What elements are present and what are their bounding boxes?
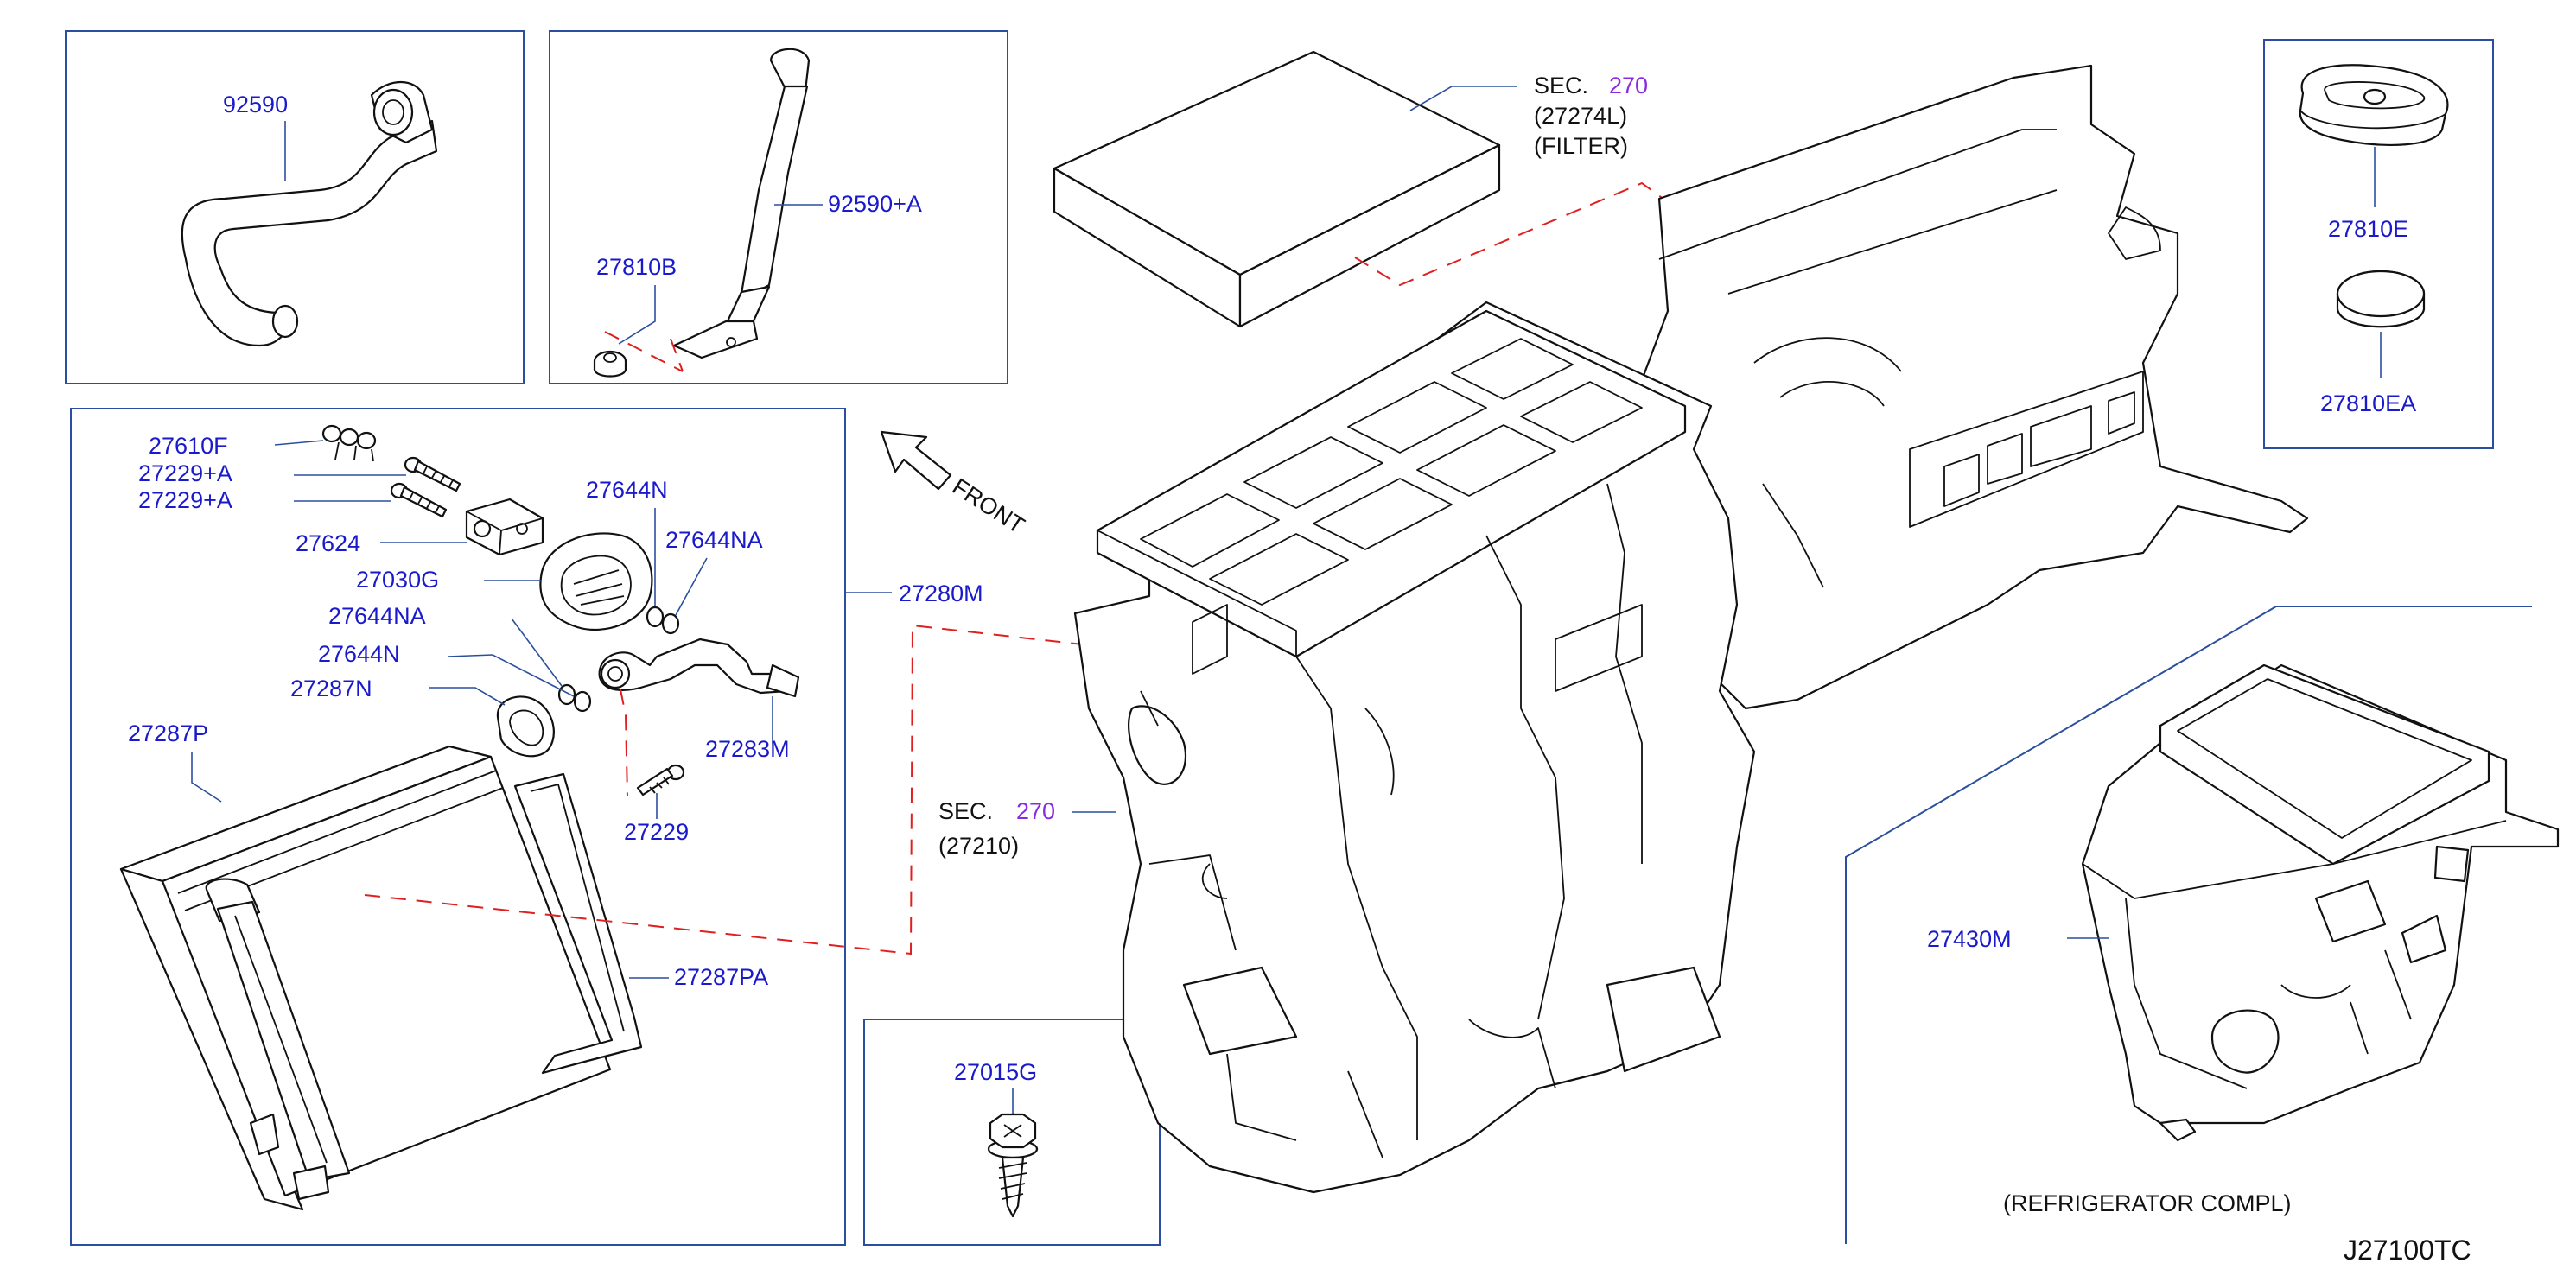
- label-27644n-mid[interactable]: 27644N: [318, 641, 400, 667]
- label-27810b[interactable]: 27810B: [596, 254, 677, 280]
- grommet-27810e[interactable]: [2299, 64, 2449, 146]
- leader-27610f: [274, 440, 324, 446]
- label-27644n-top[interactable]: 27644N: [586, 477, 668, 503]
- label-27287n[interactable]: 27287N: [290, 676, 372, 701]
- filter-section-ref[interactable]: SEC. 270 (27274L) (FILTER): [1534, 73, 1648, 159]
- box-evaporator: [70, 408, 846, 1246]
- unit-section-ref[interactable]: SEC. 270 (27210): [938, 798, 1055, 859]
- grommet-27810ea[interactable]: [2336, 270, 2426, 328]
- box-clip-27015g: [863, 1019, 1161, 1246]
- unit-sec-number[interactable]: 270: [1016, 798, 1055, 824]
- hvac-unit-27210[interactable]: [1073, 64, 2309, 1194]
- grommet-27810b[interactable]: [593, 350, 627, 378]
- label-27624[interactable]: 27624: [296, 530, 360, 556]
- bolt-27229[interactable]: [636, 764, 685, 796]
- label-27287pa[interactable]: 27287PA: [674, 964, 768, 990]
- label-27229a-2[interactable]: 27229+A: [138, 487, 232, 513]
- clip-27015g[interactable]: [987, 1113, 1039, 1218]
- dash-27229: [620, 689, 628, 797]
- label-27644na-mid[interactable]: 27644NA: [328, 603, 426, 629]
- drawing-code: J27100TC: [2344, 1234, 2471, 1266]
- box-hose-92590a: [549, 30, 1008, 384]
- bolt-27229a-upper[interactable]: [404, 456, 461, 492]
- label-92590a[interactable]: 92590+A: [828, 191, 922, 217]
- o-ring-27644n-top[interactable]: [646, 606, 665, 628]
- insulator-27030g[interactable]: [539, 532, 653, 631]
- filter-sec-number[interactable]: 270: [1609, 73, 1648, 98]
- refrigerator-label: (REFRIGERATOR COMPL): [2003, 1190, 2292, 1216]
- o-ring-27644n-mid[interactable]: [573, 690, 592, 713]
- front-direction-arrow: FRONT: [880, 430, 1029, 539]
- clip-27610f[interactable]: [321, 424, 377, 462]
- label-27430m[interactable]: 27430M: [1927, 926, 2012, 952]
- filter-sec-sub: (27274L): [1534, 103, 1627, 129]
- leader-27810b: [618, 285, 656, 345]
- dash-filter: [1354, 181, 1997, 441]
- label-27810ea[interactable]: 27810EA: [2320, 390, 2416, 416]
- seal-27287pa[interactable]: [513, 772, 643, 1075]
- pipe-27283m[interactable]: [598, 638, 800, 698]
- box-grommets: [2263, 39, 2494, 449]
- label-27015g[interactable]: 27015G: [954, 1059, 1037, 1085]
- label-27229[interactable]: 27229: [624, 819, 689, 845]
- refrigerator-27430m[interactable]: [2081, 663, 2560, 1142]
- leader-27644n-mid: [447, 654, 575, 697]
- leader-27644na-mid: [511, 618, 563, 687]
- o-ring-27644na-top[interactable]: [661, 612, 680, 635]
- cabin-air-filter[interactable]: [1053, 50, 1501, 328]
- label-27287p[interactable]: 27287P: [128, 720, 208, 746]
- label-92590[interactable]: 92590: [223, 92, 288, 117]
- label-27030g[interactable]: 27030G: [356, 567, 439, 593]
- leader-27644na-top: [675, 557, 708, 616]
- label-27283m[interactable]: 27283M: [705, 736, 790, 762]
- filter-sec-prefix: SEC.: [1534, 73, 1588, 98]
- unit-sec-sub: (27210): [938, 833, 1019, 859]
- label-27229a-1[interactable]: 27229+A: [138, 460, 232, 486]
- label-27644na-top[interactable]: 27644NA: [665, 527, 763, 553]
- dash-27810b: [604, 331, 684, 372]
- refrigerator-divider: [1845, 606, 2532, 1244]
- label-27810e[interactable]: 27810E: [2328, 216, 2408, 242]
- leader-27287p: [191, 752, 222, 803]
- front-label: FRONT: [948, 473, 1029, 539]
- expansion-valve-27624[interactable]: [465, 498, 544, 556]
- seal-27287n[interactable]: [496, 695, 555, 758]
- unit-sec-prefix: SEC.: [938, 798, 993, 824]
- filter-sec-name: (FILTER): [1534, 133, 1628, 159]
- label-27610f[interactable]: 27610F: [149, 433, 228, 459]
- label-27280m[interactable]: 27280M: [899, 581, 983, 606]
- drain-hose-92590a[interactable]: [672, 48, 811, 359]
- leader-filter: [1409, 86, 1517, 111]
- box-hose-92590: [65, 30, 525, 384]
- drain-hose-92590[interactable]: [181, 81, 438, 347]
- leader-27287n: [429, 687, 506, 706]
- o-ring-27644na-mid[interactable]: [557, 683, 576, 706]
- bolt-27229a-lower[interactable]: [390, 482, 448, 518]
- evaporator-core-27287p[interactable]: [119, 745, 612, 1211]
